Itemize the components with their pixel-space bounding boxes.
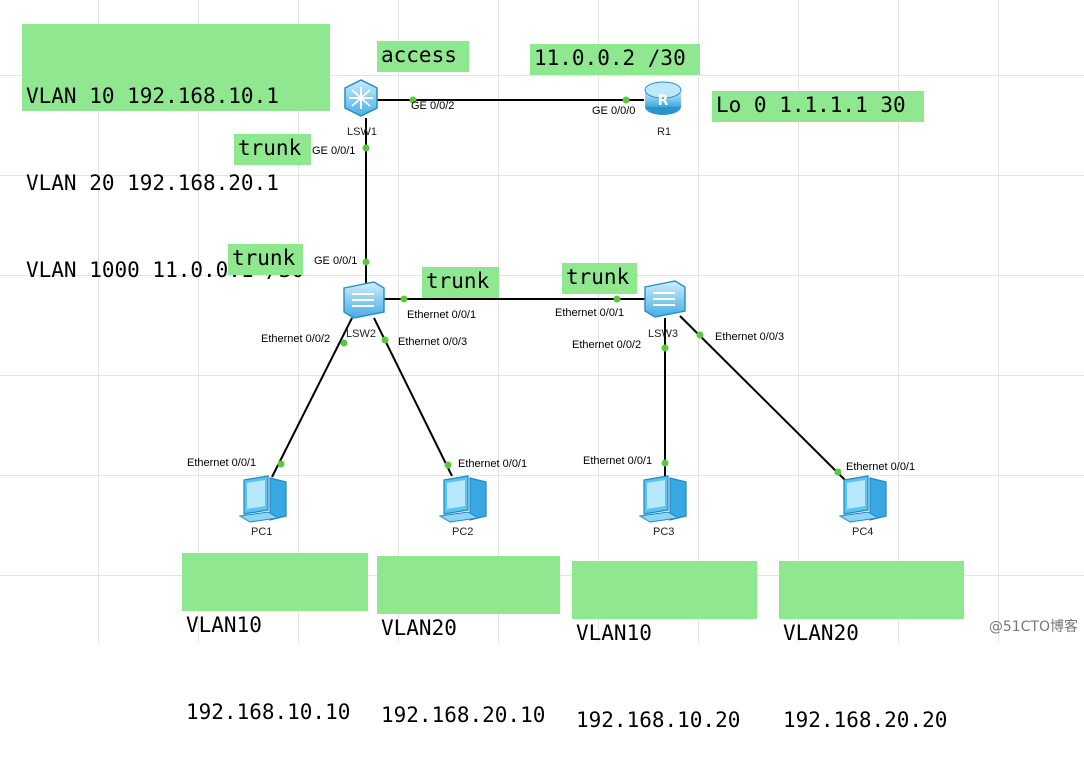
port-label: Ethernet 0/0/1 xyxy=(555,307,625,319)
device-label-pc4: PC4 xyxy=(852,526,874,538)
port-dot xyxy=(622,96,630,104)
svg-text:R: R xyxy=(658,93,669,109)
router-icon[interactable]: R xyxy=(642,78,684,120)
port-dot xyxy=(362,258,370,266)
device-label-lsw2: LSW2 xyxy=(346,328,376,340)
port-dot xyxy=(696,331,704,339)
note-line: 192.168.10.10 xyxy=(186,700,351,724)
note-line: VLAN20 xyxy=(783,621,859,645)
port-label: GE 0/0/1 xyxy=(312,145,356,157)
port-dot xyxy=(661,459,669,467)
port-dot xyxy=(277,460,285,468)
link-lsw2-pc2 xyxy=(373,317,453,477)
device-label-r1: R1 xyxy=(657,126,672,138)
link-lsw2-pc1 xyxy=(271,317,353,478)
device-label-lsw1: LSW1 xyxy=(347,126,377,138)
port-dot xyxy=(613,295,621,303)
note-pc1: VLAN10 192.168.10.10 xyxy=(182,553,368,724)
watermark: @51CTO博客 xyxy=(988,619,1078,635)
port-label: Ethernet 0/0/3 xyxy=(398,336,468,348)
port-dot xyxy=(362,144,370,152)
port-dot xyxy=(340,339,348,347)
note-pc4: VLAN20 192.168.20.20 xyxy=(779,561,964,732)
port-label: Ethernet 0/0/1 xyxy=(846,461,916,473)
port-label: Ethernet 0/0/2 xyxy=(572,339,642,351)
note-trunk: trunk xyxy=(228,244,303,275)
switch-icon[interactable] xyxy=(342,280,386,320)
note-line: VLAN10 xyxy=(186,613,262,637)
port-label: Ethernet 0/0/3 xyxy=(715,331,785,343)
port-label: Ethernet 0/0/1 xyxy=(458,458,528,470)
pc-icon[interactable] xyxy=(638,474,690,524)
port-dot xyxy=(381,336,389,344)
port-label: Ethernet 0/0/1 xyxy=(583,455,653,467)
device-label-pc3: PC3 xyxy=(653,526,675,538)
port-label: GE 0/0/1 xyxy=(314,255,358,267)
pc-icon[interactable] xyxy=(238,474,290,524)
port-label: GE 0/0/2 xyxy=(411,100,455,112)
note-trunk: trunk xyxy=(422,267,499,298)
port-dot xyxy=(661,344,669,352)
topology-links xyxy=(271,96,847,482)
note-line: 192.168.20.20 xyxy=(783,708,948,732)
switch-icon[interactable] xyxy=(643,279,687,319)
port-dots xyxy=(277,96,842,476)
port-label: GE 0/0/0 xyxy=(592,105,636,117)
note-pc3: VLAN10 192.168.10.20 xyxy=(572,561,757,732)
note-line: VLAN20 xyxy=(381,616,457,640)
note-loopback: Lo 0 1.1.1.1 30 xyxy=(712,91,924,122)
note-line: 192.168.10.20 xyxy=(576,708,741,732)
pc-icon[interactable] xyxy=(838,474,890,524)
note-line: VLAN10 xyxy=(576,621,652,645)
port-dot xyxy=(834,468,842,476)
pc-icon[interactable] xyxy=(438,474,490,524)
port-dot xyxy=(400,295,408,303)
port-dot xyxy=(444,461,452,469)
port-label: Ethernet 0/0/2 xyxy=(261,333,331,345)
port-label: Ethernet 0/0/1 xyxy=(407,309,477,321)
port-dot xyxy=(409,96,417,104)
note-line: VLAN 10 192.168.10.1 xyxy=(26,84,279,108)
note-line: 192.168.20.10 xyxy=(381,703,546,727)
note-lsw1-vlans: VLAN 10 192.168.10.1 VLAN 20 192.168.20.… xyxy=(22,24,330,282)
device-label-pc1: PC1 xyxy=(251,526,273,538)
note-trunk: trunk xyxy=(234,134,311,165)
note-pc2: VLAN20 192.168.20.10 xyxy=(377,556,560,727)
note-r1-link: 11.0.0.2 /30 xyxy=(530,44,700,75)
note-trunk: trunk xyxy=(562,263,637,294)
note-access: access xyxy=(377,41,469,72)
link-lsw3-pc4 xyxy=(679,315,847,482)
device-label-lsw3: LSW3 xyxy=(648,328,678,340)
l3-switch-icon[interactable] xyxy=(341,78,381,118)
device-label-pc2: PC2 xyxy=(452,526,474,538)
port-label: Ethernet 0/0/1 xyxy=(187,457,257,469)
note-line: VLAN 20 192.168.20.1 xyxy=(26,171,279,195)
